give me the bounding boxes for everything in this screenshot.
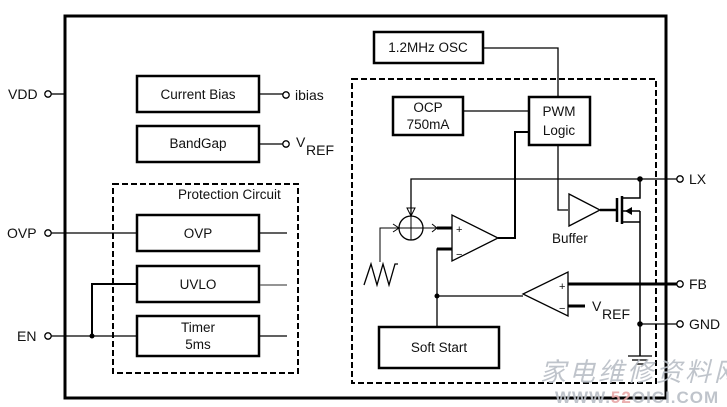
svg-text:WWW.52OICI.COM: WWW.52OICI.COM [555, 388, 719, 407]
svg-text:750mA: 750mA [407, 117, 450, 132]
watermark: 家电维修资料网 WWW.52OICI.COM [540, 358, 727, 407]
svg-text:OVP: OVP [7, 225, 37, 241]
pin-vdd: VDD [8, 86, 65, 102]
block-timer: Timer 5ms [135, 314, 287, 358]
svg-text:+: + [559, 281, 565, 293]
watermark-www: WWW. [555, 388, 611, 407]
pin-gnd: GND [637, 316, 720, 332]
svg-text:REF: REF [602, 306, 630, 322]
svg-text:−: − [559, 303, 565, 315]
watermark-domain: OICI.COM [632, 388, 719, 407]
pin-ovp: OVP [7, 225, 137, 241]
watermark-52: 52 [611, 388, 632, 407]
svg-text:−: − [456, 249, 462, 261]
svg-text:EN: EN [17, 328, 36, 344]
svg-text:Buffer: Buffer [552, 231, 588, 246]
svg-text:Timer: Timer [181, 320, 215, 335]
pin-fb: FB [568, 276, 707, 292]
buffer-amplifier: Buffer [552, 192, 616, 246]
svg-text:ibias: ibias [295, 87, 324, 103]
svg-text:GND: GND [689, 316, 720, 332]
block-bandgap: BandGap V REF [135, 124, 334, 164]
block-oscillator: 1.2MHz OSC [372, 30, 559, 97]
wire-pwm-to-buffer [557, 145, 568, 211]
svg-text:Soft Start: Soft Start [411, 340, 468, 355]
block-pwm-logic: PWM Logic [527, 95, 592, 147]
ground-symbol-icon [628, 355, 652, 365]
pwm-comparator: + − [436, 213, 500, 326]
summing-junction-icon [379, 215, 452, 262]
svg-text:VDD: VDD [8, 86, 38, 102]
svg-text:FB: FB [689, 276, 707, 292]
svg-text:Current Bias: Current Bias [160, 87, 235, 102]
svg-text:V: V [592, 298, 602, 314]
block-ovp: OVP [135, 213, 287, 253]
chip-outline [63, 14, 668, 400]
block-current-bias: Current Bias ibias [135, 74, 324, 114]
group-control-loop [351, 78, 657, 384]
sawtooth-ramp-icon [363, 261, 398, 288]
svg-text:REF: REF [306, 142, 334, 158]
svg-text:家电维修资料网: 家电维修资料网 [540, 358, 727, 388]
svg-text:Protection Circuit: Protection Circuit [178, 187, 281, 202]
block-soft-start: Soft Start [377, 325, 501, 370]
svg-text:OVP: OVP [184, 226, 213, 241]
svg-text:Logic: Logic [543, 123, 576, 138]
pin-en: EN [17, 283, 137, 344]
svg-text:+: + [456, 224, 462, 236]
svg-text:1.2MHz OSC: 1.2MHz OSC [388, 40, 468, 55]
pin-lx: LX [406, 171, 707, 218]
svg-text:OCP: OCP [413, 100, 442, 115]
svg-text:PWM: PWM [543, 104, 576, 119]
mosfet-icon [615, 179, 641, 356]
svg-text:UVLO: UVLO [180, 277, 217, 292]
wire-comparator-to-pwm [498, 131, 529, 239]
block-uvlo: UVLO [135, 264, 287, 304]
block-ocp: OCP 750mA [391, 95, 529, 137]
group-protection-circuit: Protection Circuit [112, 183, 299, 374]
svg-text:5ms: 5ms [185, 337, 211, 352]
error-amplifier: + − V REF [434, 270, 630, 322]
svg-text:LX: LX [689, 171, 707, 187]
svg-text:V: V [296, 134, 306, 150]
svg-text:BandGap: BandGap [169, 136, 226, 151]
